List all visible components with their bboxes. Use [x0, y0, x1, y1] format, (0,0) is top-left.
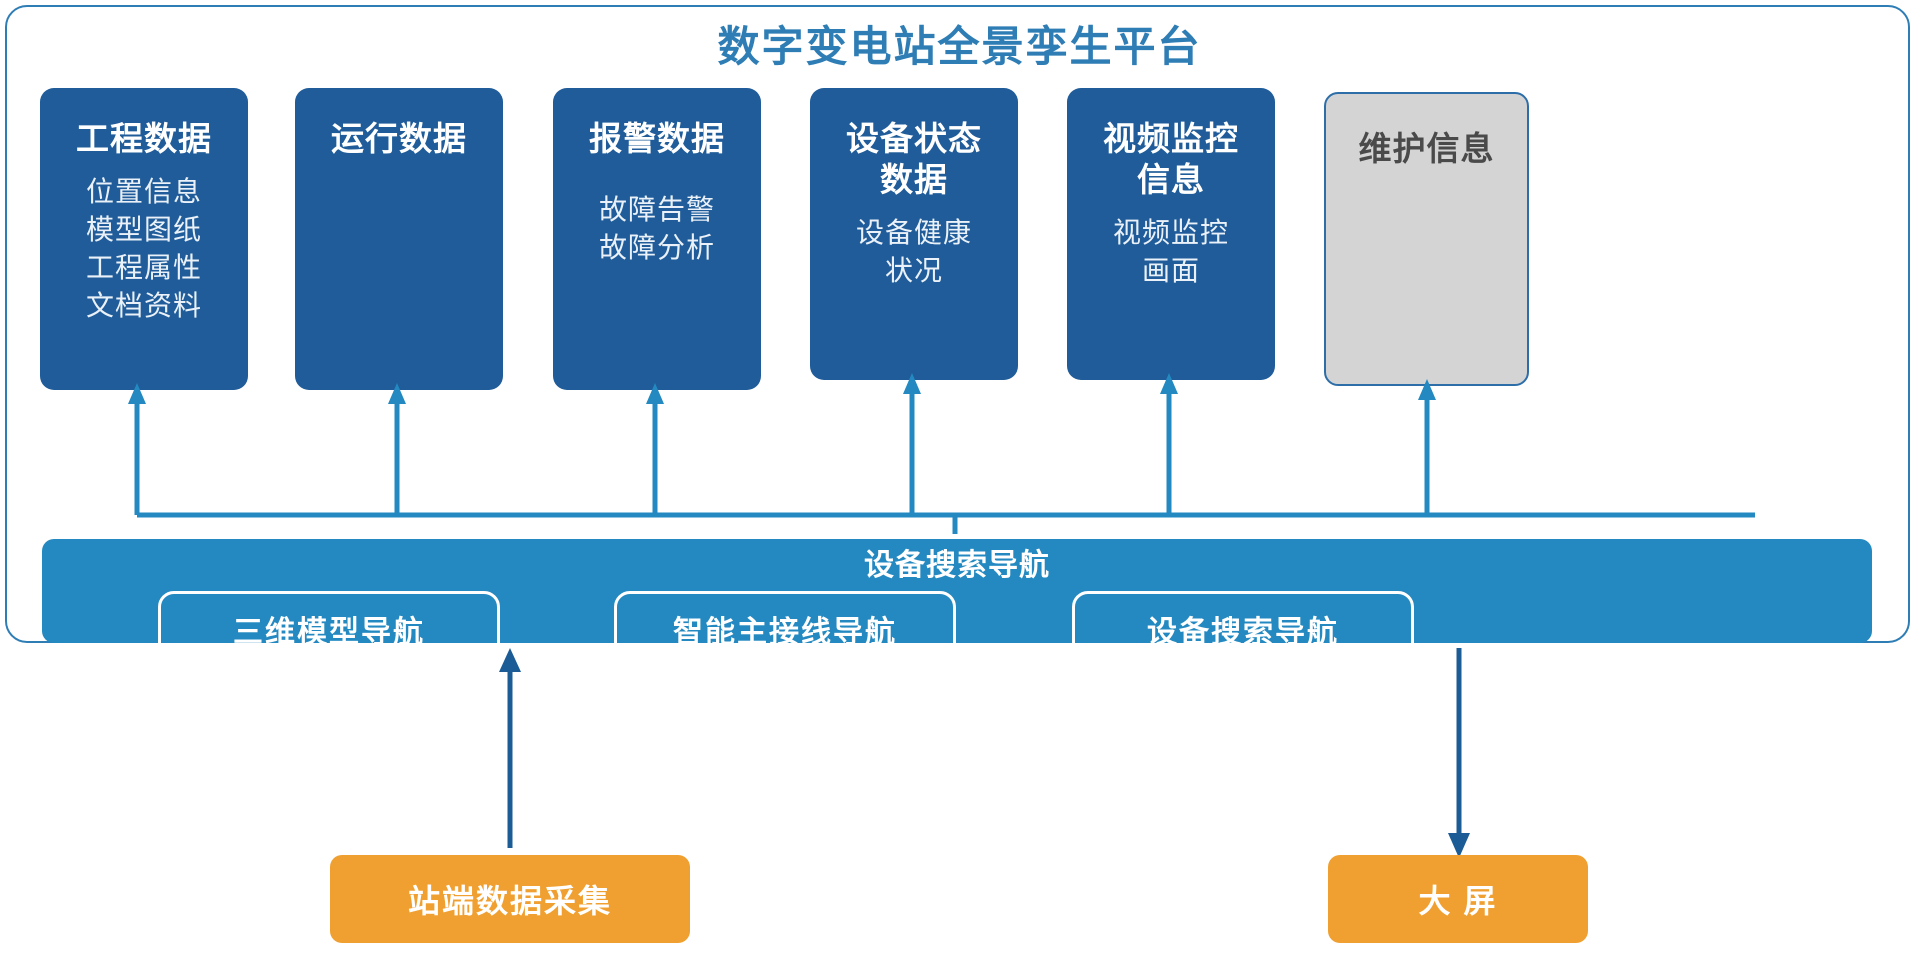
nav-pill-label: 三维模型导航	[233, 616, 425, 649]
card-line: 设备健康	[855, 217, 972, 248]
endpoint-station-data-collection[interactable]: 站端数据采集	[330, 855, 690, 943]
card-title: 视频监控 信息	[1067, 118, 1275, 200]
card-title: 工程数据	[76, 120, 212, 157]
card-title: 运行数据	[331, 120, 467, 157]
card-line: 故障分析	[598, 232, 715, 263]
card-title-line2: 数据	[880, 161, 948, 198]
card-body: 设备健康 状况	[810, 214, 1018, 290]
card-body: 视频监控 画面	[1067, 214, 1275, 290]
card-line: 模型图纸	[85, 214, 202, 245]
card-title-line1: 设备状态	[846, 120, 982, 157]
nav-pill-smart-wiring[interactable]: 智能主接线导航	[614, 591, 956, 667]
card-line: 状况	[884, 255, 943, 286]
card-operation-data[interactable]: 运行数据	[295, 88, 503, 390]
card-title: 设备状态 数据	[810, 118, 1018, 200]
station-collection-arrowhead	[499, 648, 521, 672]
nav-pill-label: 智能主接线导航	[673, 616, 897, 649]
endpoint-large-screen[interactable]: 大 屏	[1328, 855, 1588, 943]
card-line: 工程属性	[85, 252, 202, 283]
nav-pill-device-search[interactable]: 设备搜索导航	[1072, 591, 1414, 667]
nav-bar-title: 设备搜索导航	[864, 549, 1050, 582]
card-line: 画面	[1141, 255, 1200, 286]
endpoint-label: 站端数据采集	[407, 883, 612, 919]
card-title: 报警数据	[589, 120, 725, 157]
nav-pill-label: 设备搜索导航	[1147, 616, 1339, 649]
nav-pill-3d-model[interactable]: 三维模型导航	[158, 591, 500, 667]
data-cards-row: 工程数据 位置信息 模型图纸 工程属性 文档资料 运行数据 报警数据 故障告警 …	[7, 7, 1912, 407]
page-title: 数字变电站全景孪生平台	[717, 23, 1202, 70]
card-device-status-data[interactable]: 设备状态 数据 设备健康 状况	[810, 88, 1018, 380]
card-title-line1: 视频监控	[1103, 120, 1239, 157]
card-title: 维护信息	[1358, 130, 1495, 167]
card-line: 文档资料	[85, 290, 202, 321]
card-line: 视频监控	[1112, 217, 1229, 248]
card-maintenance-info[interactable]: 维护信息	[1324, 92, 1529, 386]
card-engineering-data[interactable]: 工程数据 位置信息 模型图纸 工程属性 文档资料	[40, 88, 248, 390]
device-search-nav-bar: 设备搜索导航 三维模型导航 智能主接线导航 设备搜索导航	[42, 539, 1872, 667]
card-body: 位置信息 模型图纸 工程属性 文档资料	[40, 173, 248, 325]
card-line: 位置信息	[85, 176, 202, 207]
platform-frame: 数字变电站全景孪生平台 工程数据 位置信息 模型图纸 工程属性 文档资料 运行数…	[5, 5, 1912, 667]
card-video-monitor-info[interactable]: 视频监控 信息 视频监控 画面	[1067, 88, 1275, 380]
endpoint-label: 大 屏	[1418, 883, 1498, 919]
card-title-line2: 信息	[1137, 161, 1205, 198]
card-line: 故障告警	[598, 194, 715, 225]
card-alarm-data[interactable]: 报警数据 故障告警 故障分析	[553, 88, 761, 390]
card-body: 故障告警 故障分析	[553, 191, 761, 267]
